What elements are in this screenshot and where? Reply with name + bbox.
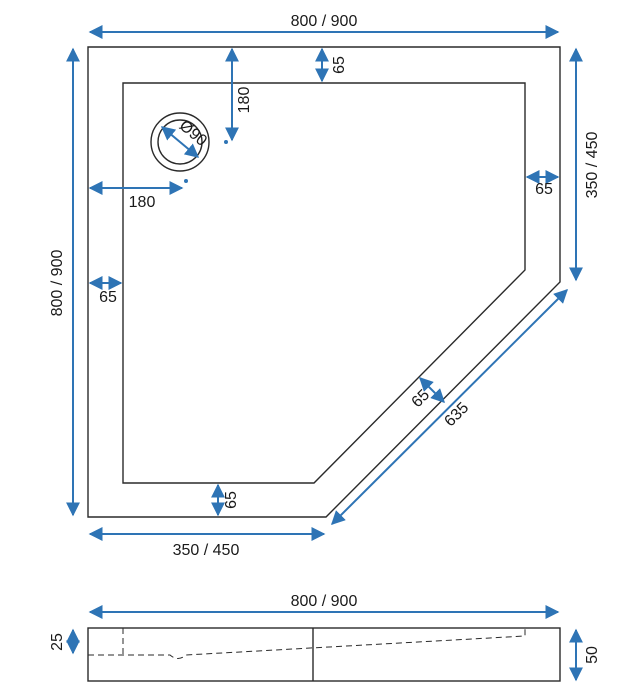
drain-offset-x-label: 180	[129, 194, 156, 211]
tray-inner-basin	[122, 82, 526, 484]
drain-outer-ring	[150, 112, 210, 172]
drain-diameter-label: Ø90	[176, 117, 210, 150]
rim-right-label: 65	[535, 181, 553, 198]
diagonal-length-label: 635	[441, 399, 472, 430]
diagonal-length-dimension-line	[331, 289, 568, 525]
rim-diagonal-dimension-line	[419, 377, 445, 403]
right-height-label: 350 / 450	[584, 132, 601, 199]
drain-offset-x-marker	[184, 179, 188, 183]
left-height-label: 800 / 900	[49, 250, 66, 317]
bottom-width-label: 350 / 450	[173, 542, 240, 559]
rim-diagonal-label: 65	[409, 386, 434, 411]
side-width-label: 800 / 900	[291, 593, 358, 610]
rim-left-label: 65	[99, 289, 117, 306]
drain-offset-y-label: 180	[236, 87, 253, 114]
tray-outer-outline	[87, 46, 561, 518]
rim-bottom-label: 65	[223, 491, 240, 509]
drain-diameter-dimension-line	[160, 126, 200, 158]
drain-inner-ring	[157, 119, 203, 165]
drain-offset-y-marker	[224, 140, 228, 144]
top-width-label: 800 / 900	[291, 13, 358, 30]
side-view-basin-slope	[88, 628, 526, 659]
side-height-right-label: 50	[584, 646, 601, 664]
side-height-left-label: 25	[49, 633, 66, 651]
rim-top-label: 65	[331, 56, 348, 74]
